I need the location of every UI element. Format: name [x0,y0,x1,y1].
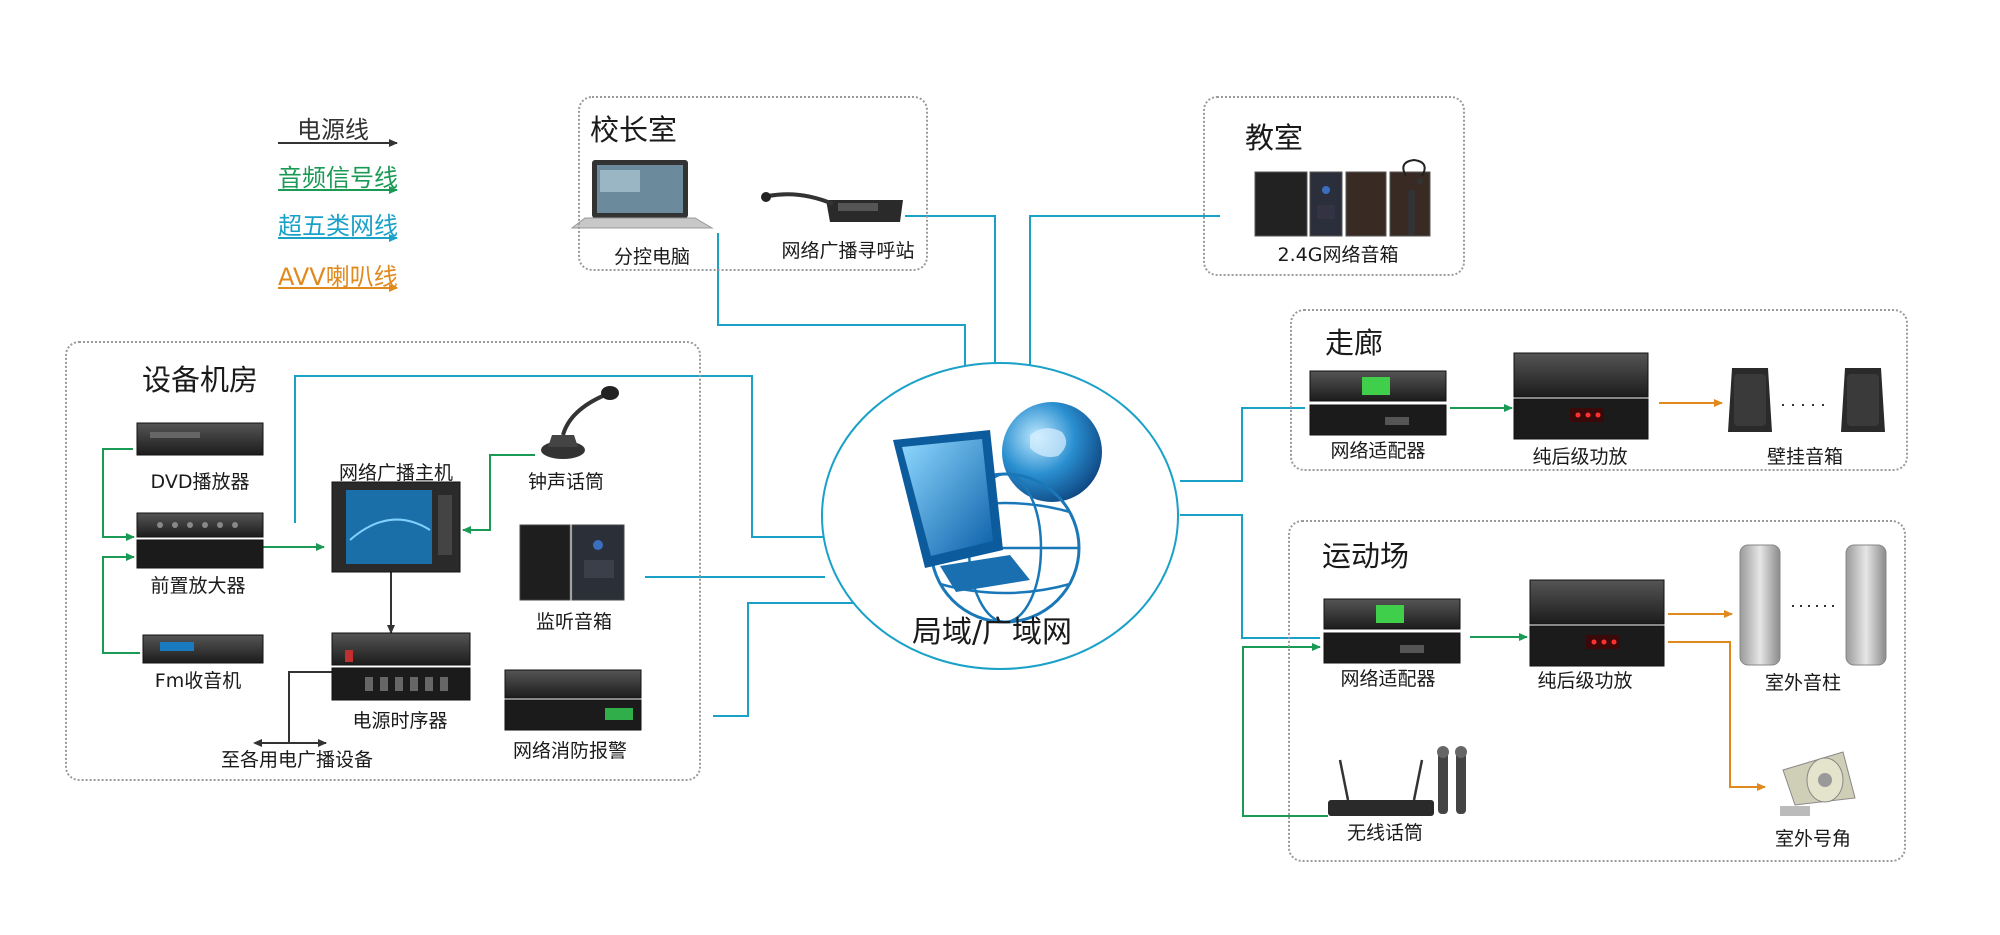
legend-network-label: 超五类网线 [278,212,398,240]
corridor-adapter-label: 网络适配器 [1330,440,1426,462]
dvd-player-label: DVD播放器 [150,471,250,493]
preamp-label: 前置放大器 [150,575,246,597]
principal-office-box [578,96,928,271]
fire-alarm-label: 网络消防报警 [512,740,628,762]
network-globe-icon [821,362,1179,670]
dvd-player-icon [136,422,264,456]
broadcast-host-icon [331,481,461,573]
horn-speaker-label: 室外号角 [1774,828,1852,850]
network-center-label: 局域/广域网 [911,615,1073,650]
stadium-amplifier-icon [1529,579,1665,667]
horn-speaker-icon [1780,751,1856,816]
corridor-box [1290,309,1908,471]
legend-speaker-label: AVV喇叭线 [278,263,398,291]
network-speaker-icon [1254,158,1431,237]
corridor-amplifier-icon [1513,352,1649,440]
legend-power-label: 电源线 [297,116,369,144]
legend-audio-label: 音频信号线 [278,164,398,192]
broadcast-host-label: 网络广播主机 [338,462,454,484]
paging-station-label: 网络广播寻呼站 [781,240,915,262]
power-lines [253,572,395,747]
preamp-icon [136,512,264,569]
equipment-room-title: 设备机房 [142,363,259,397]
corridor-title: 走廊 [1325,326,1384,360]
stadium-amplifier-label: 纯后级功放 [1537,670,1633,692]
fm-radio-icon [142,634,264,664]
stadium-adapter-icon [1323,598,1461,664]
fm-radio-label: Fm收音机 [154,670,242,692]
stadium-title: 运动场 [1322,539,1410,573]
power-sequencer-icon [331,632,471,701]
wall-speaker-icon [1728,368,1885,432]
wall-speaker-label: 壁挂音箱 [1766,446,1844,468]
equipment-room-box [65,341,701,781]
bell-microphone-icon [541,386,619,459]
network-lines [294,215,1320,717]
classroom-title: 教室 [1245,121,1304,155]
outdoor-column-speaker-icon [1739,544,1887,666]
stadium-box [1288,520,1906,862]
pc-label: 分控电脑 [613,246,691,268]
stadium-adapter-label: 网络适配器 [1340,668,1436,690]
monitor-speaker-icon [519,524,625,601]
outdoor-column-label: 室外音柱 [1764,672,1842,694]
bell-microphone-label: 钟声话筒 [527,471,605,493]
principal-office-title: 校长室 [590,113,678,147]
fire-alarm-icon [504,669,642,731]
speaker-lines [1659,399,1766,791]
paging-station-icon [761,192,903,222]
corridor-amplifier-label: 纯后级功放 [1532,446,1628,468]
wireless-mic-label: 无线话筒 [1346,822,1424,844]
wireless-mic-icon [1328,746,1467,816]
power-sequencer-label: 电源时序器 [352,710,448,732]
corridor-adapter-icon [1309,370,1447,436]
network-speaker-label: 2.4G网络音箱 [1277,244,1399,266]
classroom-box [1203,96,1465,276]
monitor-speaker-label: 监听音箱 [535,611,613,633]
laptop-icon [570,160,714,229]
power-out-label: 至各用电广播设备 [220,749,374,771]
audio-lines [102,404,1528,817]
